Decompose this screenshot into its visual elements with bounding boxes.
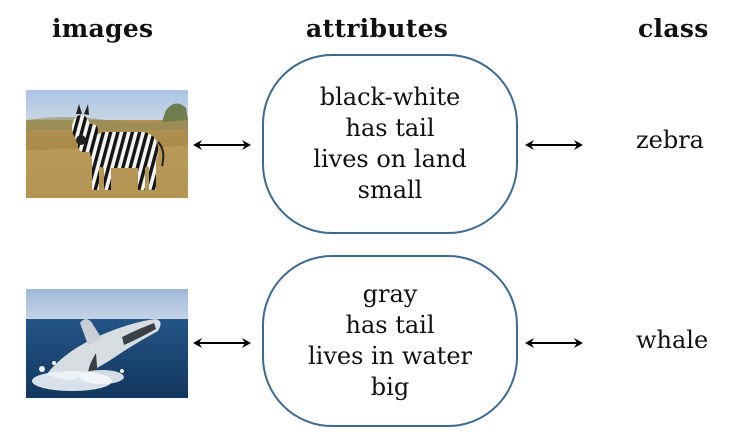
attribute-text: black-white — [319, 83, 461, 111]
attribute-text: big — [370, 373, 410, 401]
attribute-text: gray — [362, 280, 418, 308]
whale-photo — [26, 289, 188, 398]
class-label-whale: whale — [636, 326, 709, 354]
whale-attributes-box: gray has tail lives in water big — [262, 255, 518, 427]
double-arrow-icon — [524, 336, 584, 350]
attribute-text: lives in water — [308, 342, 472, 370]
class-label-zebra: zebra — [636, 126, 704, 154]
attribute-text: has tail — [345, 311, 435, 339]
attribute-text: small — [357, 176, 423, 204]
attribute-text: has tail — [345, 114, 435, 142]
attributes-header: attributes — [306, 14, 449, 43]
double-arrow-icon — [192, 336, 252, 350]
class-header: class — [638, 14, 709, 43]
zebra-photo — [26, 90, 188, 198]
images-header: images — [52, 14, 154, 43]
zebra-attributes-box: black-white has tail lives on land small — [262, 54, 518, 234]
attribute-text: lives on land — [313, 145, 467, 173]
double-arrow-icon — [524, 138, 584, 152]
double-arrow-icon — [192, 138, 252, 152]
